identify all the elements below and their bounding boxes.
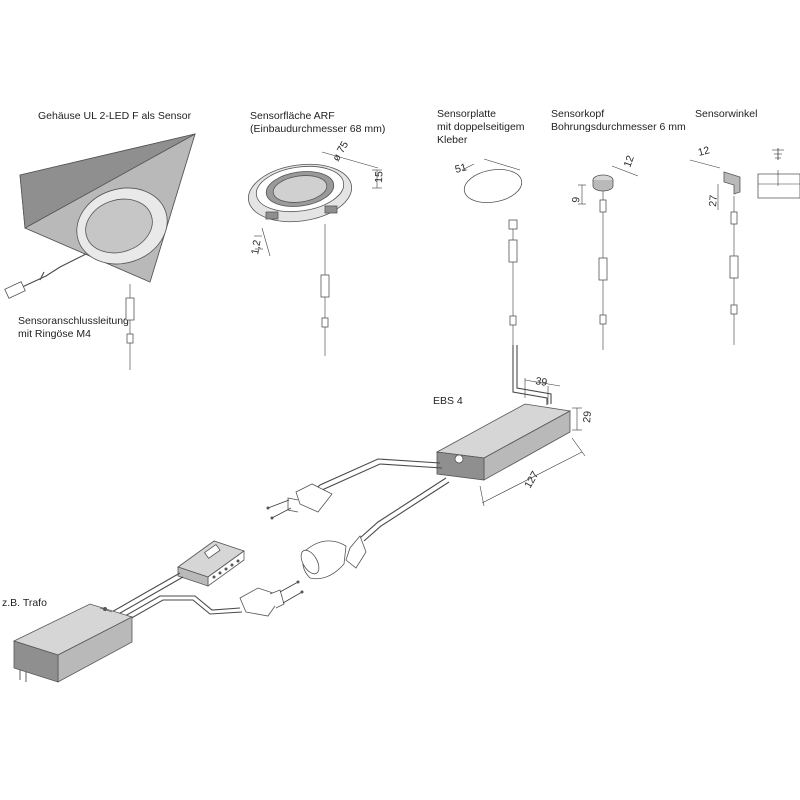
- dim-height15: 15: [373, 171, 385, 183]
- sensor-surface: [247, 151, 382, 356]
- label-sensor-cable-2: mit Ringöse M4: [18, 328, 91, 340]
- sensor-angle: [689, 148, 800, 345]
- trafo-cables: [109, 572, 243, 625]
- sensor-plate: [461, 158, 523, 345]
- dim-ebs127: 127: [522, 469, 541, 490]
- led-housing: [4, 133, 196, 299]
- sensor-head: [578, 165, 639, 350]
- label-head-2: Bohrungsdurchmesser 6 mm: [551, 121, 686, 133]
- dim-head12: 12: [622, 154, 637, 169]
- label-plate-3: Kleber: [437, 134, 468, 146]
- sensor-connector-left: [125, 284, 135, 370]
- label-ebs: EBS 4: [433, 395, 463, 407]
- dim-angle27: 27: [707, 194, 720, 207]
- dim-head9: 9: [570, 196, 582, 203]
- distribution-block: [177, 540, 245, 587]
- plug-male-top: [266, 483, 333, 520]
- label-trafo: z.B. Trafo: [2, 597, 47, 609]
- label-head-1: Sensorkopf: [551, 108, 604, 120]
- plug-male-bottom: [239, 580, 304, 617]
- ebs-cables: [309, 458, 450, 542]
- label-angle: Sensorwinkel: [695, 108, 757, 120]
- trafo: [12, 603, 134, 683]
- label-sensor-cable-1: Sensoranschlussleitung: [18, 315, 129, 327]
- dim-diameter: ø 75: [330, 139, 351, 163]
- dim-ebs29: 29: [581, 410, 594, 423]
- label-plate-1: Sensorplatte: [437, 108, 496, 120]
- label-surface-2: (Einbaudurchmesser 68 mm): [250, 123, 385, 135]
- ebs-unit: [435, 345, 586, 507]
- label-surface-1: Sensorfläche ARF: [250, 110, 335, 122]
- socket-female: [300, 535, 367, 580]
- dim-angle12: 12: [697, 144, 712, 159]
- label-housing: Gehäuse UL 2-LED F als Sensor: [38, 110, 192, 122]
- dim-ebs39: 39: [534, 375, 548, 389]
- label-plate-2: mit doppelseitigem: [437, 121, 525, 133]
- dim-thickness: 1,2: [249, 239, 263, 256]
- dim-plate51: 51: [454, 161, 469, 176]
